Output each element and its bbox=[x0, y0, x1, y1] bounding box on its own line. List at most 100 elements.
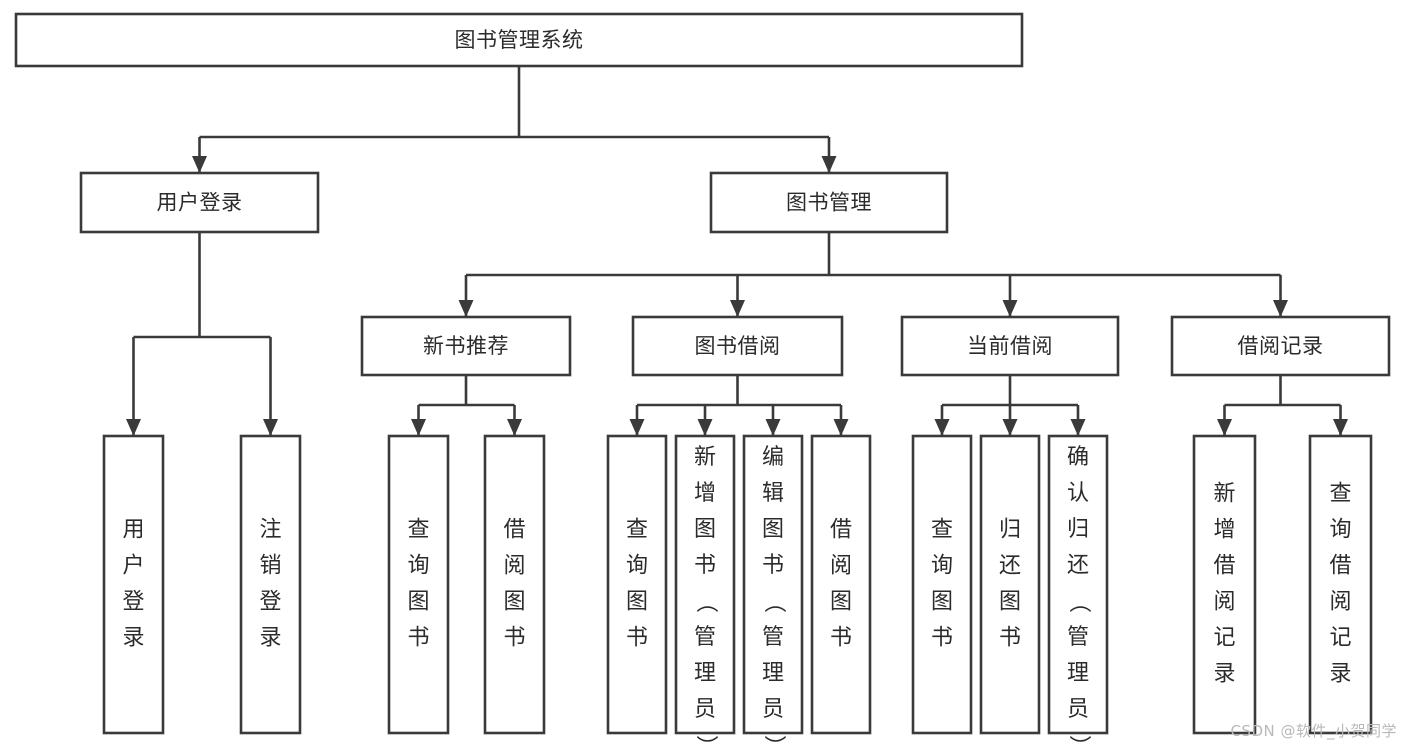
leaf-label-char: 书 bbox=[626, 626, 648, 651]
leaf-label-char: 借 bbox=[830, 518, 852, 543]
node-new_book_rec[interactable]: 新书推荐 bbox=[360, 315, 572, 377]
leaf-label-char: 录 bbox=[1213, 662, 1235, 687]
leaf-label-char: 员 bbox=[1067, 697, 1089, 722]
leaf-label-char: 查 bbox=[626, 518, 648, 543]
leaf-label-char: 还 bbox=[999, 554, 1021, 579]
leaf-label-char: ） bbox=[693, 735, 718, 747]
leaf-label-char: 询 bbox=[626, 554, 648, 579]
leaf-label-char: 记 bbox=[1213, 626, 1235, 651]
leaf-box bbox=[102, 434, 165, 735]
node-current_borrow[interactable]: 当前借阅 bbox=[900, 315, 1120, 377]
node-book_borrow[interactable]: 图书借阅 bbox=[631, 315, 844, 377]
arrow-head-icon bbox=[1333, 419, 1348, 436]
leaf-label-char: 书 bbox=[931, 626, 953, 651]
leaf-label-char: 销 bbox=[259, 554, 281, 579]
leaf-label-char: 查 bbox=[931, 518, 953, 543]
arrow-head-icon bbox=[126, 419, 141, 436]
arrow-head-icon bbox=[263, 419, 278, 436]
leaf-label-char: 管 bbox=[1067, 625, 1089, 650]
connector-layer bbox=[126, 66, 1348, 436]
node-box bbox=[1170, 315, 1391, 377]
arrow-head-icon bbox=[1002, 419, 1018, 436]
leaf-box bbox=[606, 434, 668, 735]
leaf-label-char: 注 bbox=[259, 518, 281, 543]
leaf-label-char: 登 bbox=[122, 590, 144, 615]
arrow-head-icon bbox=[1217, 419, 1232, 436]
node-root[interactable]: 图书管理系统 bbox=[14, 12, 1024, 68]
arrow-head-icon bbox=[821, 156, 837, 173]
leaf-label-char: 确 bbox=[1067, 445, 1089, 470]
leaf-label-char: 理 bbox=[694, 661, 716, 686]
leaf-label-char: 归 bbox=[1067, 517, 1089, 542]
leaf-label-char: 归 bbox=[999, 518, 1021, 543]
node-box bbox=[79, 171, 320, 234]
leaf-label-char: 管 bbox=[762, 625, 784, 650]
leaf-box bbox=[1047, 434, 1109, 735]
leaf-box bbox=[387, 434, 450, 735]
leaf-label-char: 新 bbox=[694, 445, 716, 470]
leaf-label-char: 录 bbox=[259, 626, 281, 651]
node-borrow_record[interactable]: 借阅记录 bbox=[1170, 315, 1391, 377]
node-label: 当前借阅 bbox=[967, 334, 1053, 358]
leaf-label-char: 阅 bbox=[503, 554, 525, 579]
arrow-head-icon bbox=[1070, 419, 1086, 436]
leaf-label-char: 阅 bbox=[1213, 590, 1235, 615]
leaf-label-char: 编 bbox=[762, 445, 784, 470]
node-layer: 图书管理系统用户登录图书管理新书推荐图书借阅当前借阅借阅记录用户登录注销登录查询… bbox=[14, 12, 1391, 747]
leaf-label-char: 图 bbox=[626, 590, 648, 615]
node-label: 新书推荐 bbox=[423, 334, 509, 358]
leaf-用户登录[interactable]: 用户登录 bbox=[102, 434, 165, 735]
leaf-label-char: 员 bbox=[694, 697, 716, 722]
leaf-box bbox=[810, 434, 872, 735]
leaf-label-char: 图 bbox=[999, 590, 1021, 615]
node-book_manage[interactable]: 图书管理 bbox=[709, 171, 949, 234]
leaf-label-char: 录 bbox=[1329, 662, 1351, 687]
leaf-label-char: 增 bbox=[694, 481, 716, 506]
leaf-box bbox=[674, 434, 736, 735]
leaf-label-char: （ bbox=[761, 591, 786, 613]
leaf-label-char: 图 bbox=[503, 590, 525, 615]
leaf-label-char: （ bbox=[1066, 591, 1091, 613]
leaf-label-char: 书 bbox=[503, 626, 525, 651]
leaf-label-char: 书 bbox=[999, 626, 1021, 651]
arrow-head-icon bbox=[697, 419, 713, 436]
leaf-label-char: 阅 bbox=[830, 554, 852, 579]
leaf-box bbox=[742, 434, 804, 735]
leaf-label-char: 增 bbox=[1213, 518, 1235, 543]
leaf-label-char: 询 bbox=[1329, 518, 1351, 543]
arrow-head-icon bbox=[458, 300, 474, 317]
leaf-label-char: 查 bbox=[407, 518, 429, 543]
node-label: 用户登录 bbox=[157, 191, 243, 215]
leaf-box bbox=[1308, 434, 1373, 735]
leaf-label-char: 用 bbox=[122, 518, 144, 543]
node-label: 图书管理 bbox=[786, 191, 872, 215]
leaf-label-char: 书 bbox=[762, 553, 784, 578]
leaf-label-char: 借 bbox=[503, 518, 525, 543]
arrow-head-icon bbox=[765, 419, 781, 436]
leaf-label-char: 阅 bbox=[1329, 590, 1351, 615]
leaf-label-char: ） bbox=[1066, 735, 1091, 747]
leaf-label-char: 图 bbox=[407, 590, 429, 615]
leaf-label-char: 管 bbox=[694, 625, 716, 650]
leaf-label-char: 图 bbox=[931, 590, 953, 615]
arrow-head-icon bbox=[934, 419, 950, 436]
node-user_login[interactable]: 用户登录 bbox=[79, 171, 320, 234]
leaf-box bbox=[239, 434, 302, 735]
node-box bbox=[360, 315, 572, 377]
node-label: 图书管理系统 bbox=[455, 28, 584, 52]
leaf-label-char: 理 bbox=[762, 661, 784, 686]
